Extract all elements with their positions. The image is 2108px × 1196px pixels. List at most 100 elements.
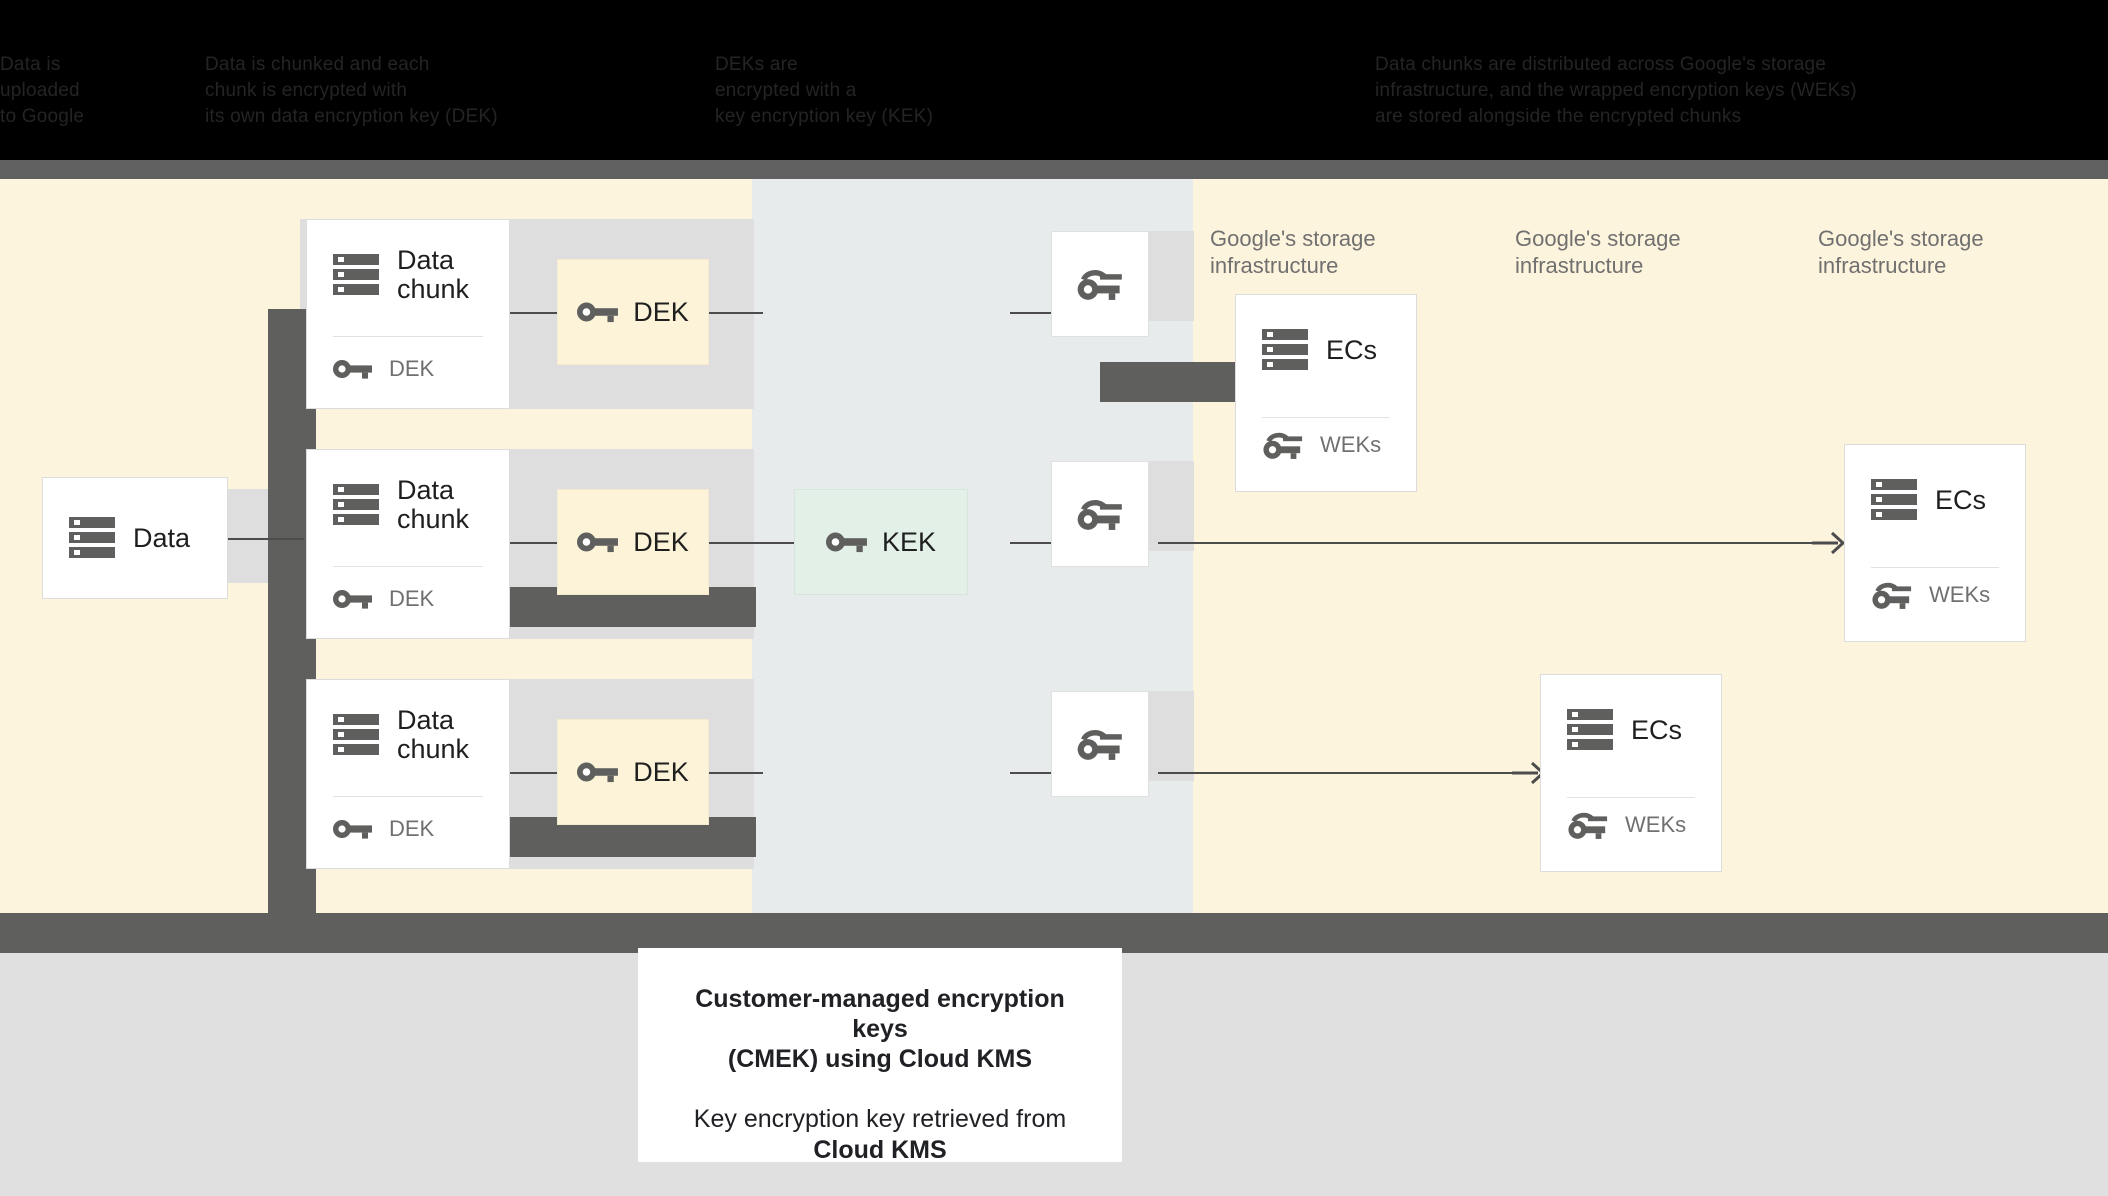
ecs-card-footer: WEKs	[1262, 429, 1381, 461]
banner-text: Data is chunked and each	[205, 54, 430, 75]
ecs-card-title: ECs	[1935, 484, 1987, 515]
banner-text: Data is	[0, 54, 61, 75]
ecs-card: ECs WEKs	[1540, 674, 1722, 872]
connector-to-ecs-right	[1158, 542, 1838, 544]
card-divider	[333, 796, 483, 797]
dek-box: DEK	[557, 719, 709, 825]
data-card-title: Data	[133, 522, 191, 553]
chunk-card-header: Data chunk	[307, 680, 509, 764]
server-icon	[333, 484, 379, 526]
banner-text: encrypted with a	[715, 80, 857, 101]
data-chunk-card: Data chunk DEK	[306, 679, 510, 869]
data-chunk-card: Data chunk DEK	[306, 219, 510, 409]
server-icon	[1262, 329, 1308, 371]
wrapped-key-box	[1051, 231, 1149, 337]
ecs-card-header: ECs	[1845, 445, 2025, 521]
wrapped-key-box	[1051, 461, 1149, 567]
ecs-card: ECs WEKs	[1844, 444, 2026, 642]
wrapped-key-icon	[1872, 582, 1912, 609]
ecs-card-sub: WEKs	[1320, 432, 1382, 457]
key-icon	[577, 532, 619, 553]
key-icon	[333, 820, 372, 839]
connector-kek-wek-1	[1010, 312, 1052, 314]
chunk-card-header: Data chunk	[307, 220, 509, 304]
server-icon	[1567, 709, 1613, 751]
note-body-line1: Key encryption key retrieved from	[693, 1105, 1067, 1133]
ecs-card-title: ECs	[1631, 714, 1683, 745]
dek-label: DEK	[633, 526, 689, 557]
chunk-card-header: Data chunk	[307, 450, 509, 534]
banner-column-4: Data chunks are distributed across Googl…	[1375, 52, 2108, 142]
banner-text: DEKs are	[715, 54, 798, 75]
chunk-card-title: Data chunk	[397, 706, 469, 764]
ecs-card-title: ECs	[1326, 334, 1378, 365]
note-heading-line2: (CMEK) using Cloud KMS	[727, 1045, 1033, 1073]
footer-rule	[0, 913, 2108, 953]
dek-label: DEK	[633, 756, 689, 787]
chunk-title-line1: Data	[397, 475, 455, 505]
card-divider	[333, 566, 483, 567]
banner-text: key encryption key (KEK)	[715, 106, 934, 127]
connector-dek-out-2	[709, 542, 763, 544]
key-icon	[333, 360, 372, 379]
chunk-card-sub: DEK	[389, 816, 435, 841]
ecs-card-sub: WEKs	[1929, 582, 1991, 607]
wrapped-key-icon	[1077, 500, 1122, 530]
connector-data-to-fork	[226, 538, 304, 540]
connector-kek-wek-3	[1010, 772, 1052, 774]
dek-label: DEK	[633, 296, 689, 327]
banner-text: uploaded	[0, 80, 80, 101]
ecs-card-header: ECs	[1236, 295, 1416, 371]
chunk-title-line1: Data	[397, 705, 455, 735]
banner-bottom-rule	[0, 160, 2108, 179]
banner-column-2: Data is chunked and each chunk is encryp…	[205, 52, 715, 142]
server-icon	[333, 714, 379, 756]
banner-column-3: DEKs are encrypted with a key encryption…	[715, 52, 1375, 142]
chunk-title-line2: chunk	[397, 734, 470, 764]
wrapped-key-box	[1051, 691, 1149, 797]
diagram-stage: Data Data chunk DEK	[0, 179, 2108, 949]
storage-caption: Google's storage infrastructure	[1818, 226, 1984, 278]
chunk-title-line2: chunk	[397, 504, 470, 534]
connector-to-ecs-bottom	[1158, 772, 1538, 774]
note-body-line2: Cloud KMS	[813, 1136, 947, 1164]
cmek-note-card: Customer-managed encryption keys (CMEK) …	[638, 948, 1122, 1164]
connector-chunk-dek-1	[510, 312, 562, 314]
dek-box: DEK	[557, 259, 709, 365]
key-icon	[577, 762, 619, 783]
note-heading-line1: Customer-managed encryption keys	[695, 985, 1065, 1043]
ecs-card-footer: WEKs	[1871, 579, 1990, 611]
chunk-title-line2: chunk	[397, 274, 470, 304]
card-divider	[1262, 417, 1390, 418]
card-divider	[333, 336, 483, 337]
top-banner: Data is uploaded to Google Data is chunk…	[0, 0, 2108, 160]
wrapped-key-icon	[1568, 812, 1608, 839]
chunk-card-title: Data chunk	[397, 476, 469, 534]
banner-text: to Google	[0, 106, 85, 127]
key-icon	[333, 590, 372, 609]
ecs-card: ECs WEKs	[1235, 294, 1417, 492]
banner-text: Data chunks are distributed across Googl…	[1375, 54, 1827, 75]
kek-label: KEK	[881, 526, 937, 557]
server-icon	[1871, 479, 1917, 521]
wrapped-key-icon	[1077, 730, 1122, 760]
chunk-card-title: Data chunk	[397, 246, 469, 304]
ecs-card-sub: WEKs	[1625, 812, 1687, 837]
banner-column-1: Data is uploaded to Google	[0, 52, 205, 142]
key-icon	[825, 532, 867, 553]
server-icon	[333, 254, 379, 296]
chunk-card-footer: DEK	[333, 356, 434, 382]
banner-text: infrastructure, and the wrapped encrypti…	[1375, 80, 1857, 101]
key-icon	[577, 302, 619, 323]
ecs-card-header: ECs	[1541, 675, 1721, 751]
chunk-card-sub: DEK	[389, 586, 435, 611]
connector-dek-out-1	[709, 312, 763, 314]
connector-kek-left	[752, 542, 794, 544]
data-card: Data	[42, 477, 228, 599]
dek-box: DEK	[557, 489, 709, 595]
chunk-title-line1: Data	[397, 245, 455, 275]
kek-box: KEK	[794, 489, 968, 595]
server-icon	[69, 517, 115, 559]
card-divider	[1871, 567, 1999, 568]
